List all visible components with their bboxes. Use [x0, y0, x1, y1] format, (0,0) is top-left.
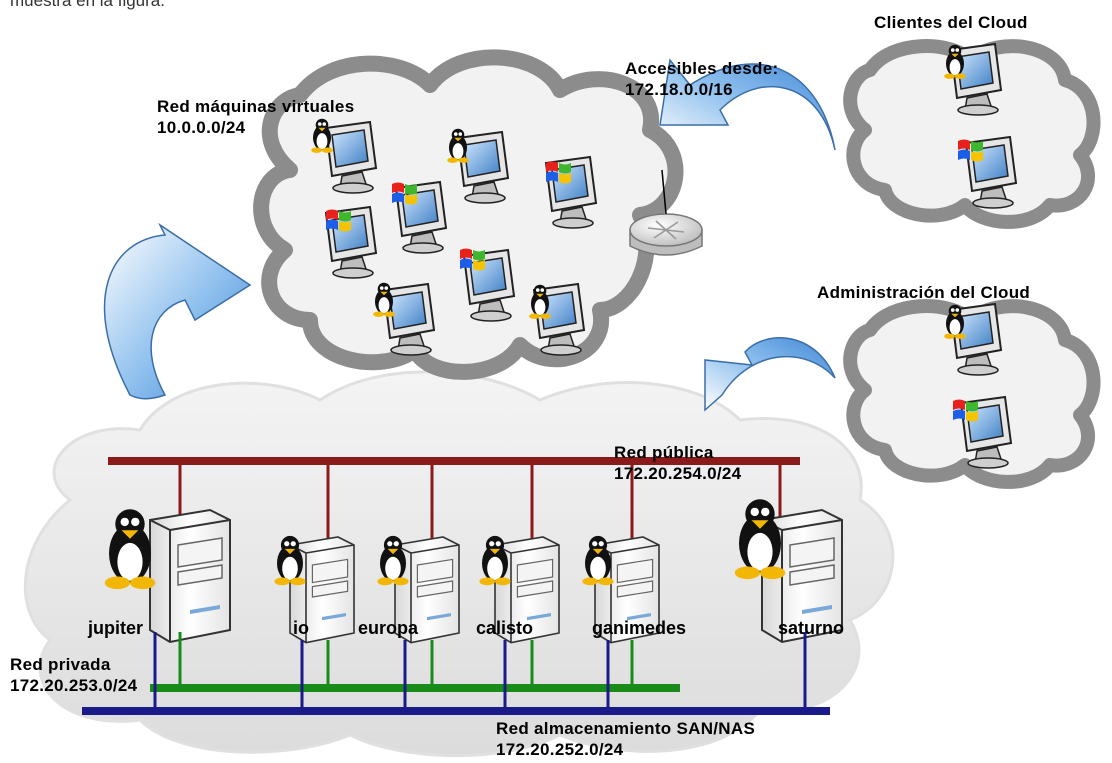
san-network-address: 172.20.252.0/24: [496, 740, 624, 760]
san-network-drops: [153, 632, 807, 711]
accessible-from-network: 172.18.0.0/16: [625, 80, 733, 100]
accessible-from-title: Accesibles desde:: [625, 59, 779, 78]
router-uplink: [661, 169, 667, 215]
accessible-from-label: Accesibles desde: 172.18.0.0/16: [625, 58, 778, 101]
server-label-jupiter: jupiter: [88, 618, 144, 638]
public-network-drops: [178, 461, 782, 540]
san-network-title: Red almacenamiento SAN/NAS: [496, 719, 756, 738]
server-label-europa: europa: [358, 618, 419, 638]
server-label-calisto: calisto: [476, 618, 534, 638]
arrow-infra-to-vm-icon: [103, 222, 252, 400]
arrow-admin-to-infra-icon: [704, 337, 836, 412]
public-network-address: 172.20.254.0/24: [614, 464, 742, 484]
server-label-ganimedes: ganimedes: [592, 618, 687, 638]
vm-network-title: Red máquinas virtuales: [157, 97, 355, 116]
public-network-title: Red pública: [614, 443, 714, 462]
server-label-saturno: saturno: [778, 618, 845, 638]
private-network-address: 172.20.253.0/24: [10, 676, 138, 696]
vm-network-address: 10.0.0.0/24: [157, 118, 246, 138]
private-network-drops: [178, 632, 634, 688]
cut-off-caption: muestra en la figura.: [10, 0, 165, 10]
server-label-io: io: [293, 618, 309, 638]
admin-cloud-label: Administración del Cloud: [817, 283, 1031, 302]
private-network-title: Red privada: [10, 655, 111, 674]
server-jupiter-icon: [149, 509, 231, 643]
san-network-label: Red almacenamiento SAN/NAS 172.20.252.0/…: [496, 718, 755, 761]
arrow-clients-to-router-icon: [659, 58, 836, 151]
clients-cloud-label: Clientes del Cloud: [874, 13, 1028, 32]
router-icon: [629, 213, 703, 256]
private-network-label: Red privada 172.20.253.0/24: [10, 654, 137, 697]
vm-network-label: Red máquinas virtuales 10.0.0.0/24: [157, 96, 354, 139]
public-network-label: Red pública 172.20.254.0/24: [614, 442, 741, 485]
